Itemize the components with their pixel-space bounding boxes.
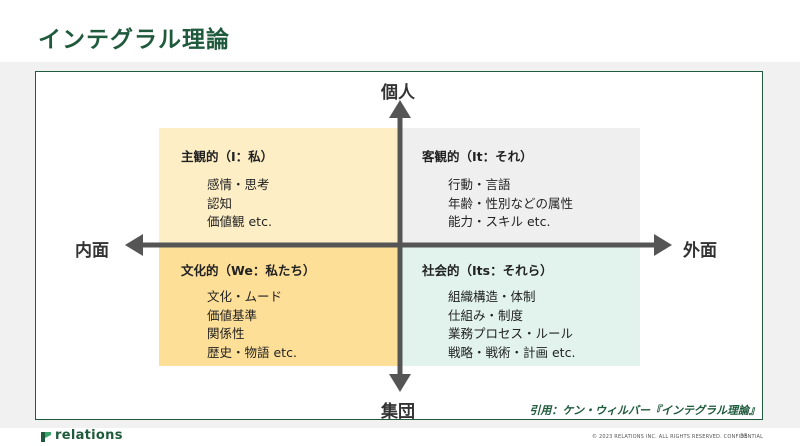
quadrant-list: 組織構造・体制 仕組み・制度 業務プロセス・ルール 戦略・戦術・計画 etc.: [448, 288, 575, 362]
list-item: 感情・思考: [207, 177, 270, 192]
quadrant-list: 行動・言語 年齢・性別などの属性 能力・スキル etc.: [448, 176, 573, 232]
list-item: 業務プロセス・ルール: [448, 326, 574, 341]
copyright: © 2023 RELATIONS INC. ALL RIGHTS RESERVE…: [592, 434, 764, 440]
quadrant-title: 客観的（It：それ）: [422, 149, 533, 164]
list-item: 関係性: [207, 326, 245, 341]
list-item: 文化・ムード: [207, 289, 283, 304]
axis-label-interior: 内面: [75, 241, 109, 261]
list-item: 価値基準: [207, 307, 258, 323]
arrow-right-icon: [654, 234, 672, 256]
quadrant-title: 文化的（We：私たち）: [181, 263, 316, 278]
arrow-left-icon: [125, 234, 143, 256]
quadrant-list: 文化・ムード 価値基準 関係性 歴史・物語 etc.: [207, 288, 297, 362]
quadrant-cultural: 文化的（We：私たち） 文化・ムード 価値基準 関係性 歴史・物語 etc.: [159, 246, 399, 366]
list-item: 仕組み・制度: [448, 307, 524, 323]
quadrant-list: 感情・思考 認知 価値観 etc.: [207, 176, 272, 232]
list-item: 認知: [207, 195, 233, 211]
slide-title: インテグラル理論: [38, 27, 230, 53]
quadrant-objective: 客観的（It：それ） 行動・言語 年齢・性別などの属性 能力・スキル etc.: [400, 128, 640, 245]
quadrant-social: 社会的（Its：それら） 組織構造・体制 仕組み・制度 業務プロセス・ルール 戦…: [400, 246, 640, 366]
arrow-up-icon: [389, 100, 411, 118]
list-item: 戦略・戦術・計画 etc.: [448, 344, 576, 360]
list-item: 組織構造・体制: [448, 289, 536, 304]
list-item: 価値観 etc.: [207, 214, 272, 229]
axis-label-collective: 集団: [381, 402, 415, 422]
relations-logo-icon: [41, 432, 51, 442]
quadrant-subjective: 主観的（I：私） 感情・思考 認知 価値観 etc.: [159, 128, 399, 245]
list-item: 歴史・物語 etc.: [207, 344, 297, 360]
page-number: 35: [740, 433, 748, 440]
list-item: 年齢・性別などの属性: [448, 195, 574, 211]
logo-text: relations: [55, 428, 123, 443]
quadrant-title: 主観的（I：私）: [181, 149, 274, 164]
citation: 引用：ケン・ウィルバー『インテグラル理論』: [529, 404, 760, 417]
list-item: 能力・スキル etc.: [448, 214, 551, 229]
list-item: 行動・言語: [448, 177, 511, 192]
quadrant-title: 社会的（Its：それら）: [422, 263, 553, 278]
arrow-down-icon: [389, 374, 411, 392]
axis-label-individual: 個人: [381, 83, 415, 103]
axis-label-exterior: 外面: [683, 241, 717, 261]
